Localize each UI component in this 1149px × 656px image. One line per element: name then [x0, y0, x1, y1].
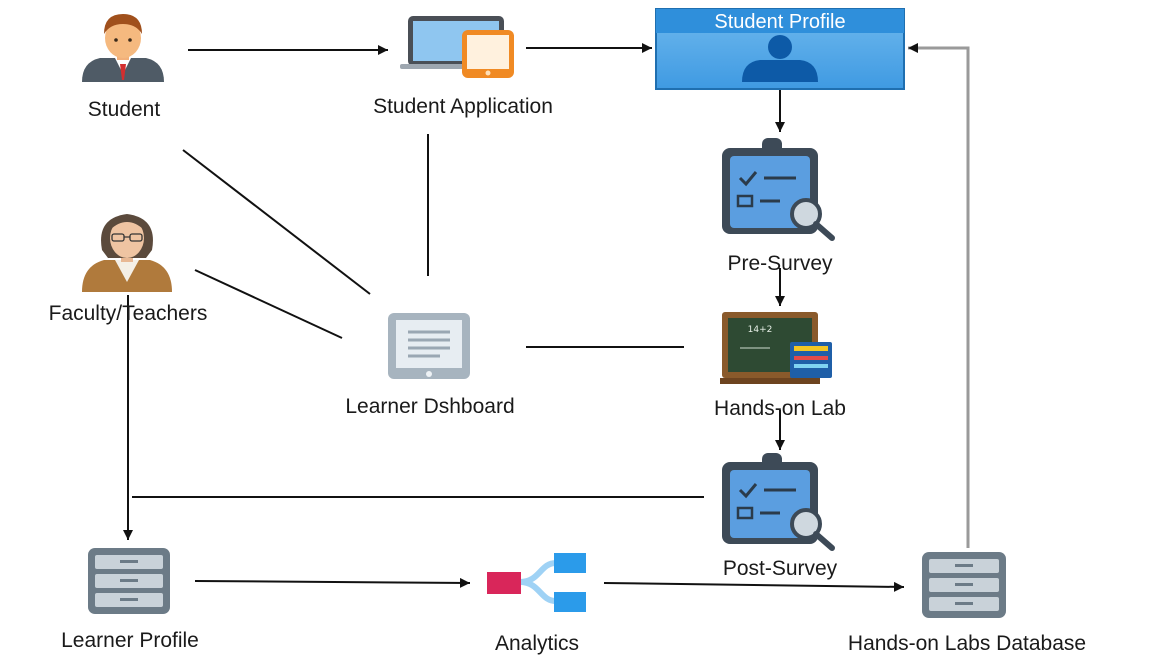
node-labs-database: Hands-on Labs Database	[848, 552, 1086, 655]
student-profile-title: Student Profile	[714, 11, 845, 33]
analytics-tree-icon	[487, 553, 586, 612]
pre-survey-label: Pre-Survey	[727, 252, 833, 275]
node-student-profile: Student Profile	[655, 8, 905, 90]
database-server-icon	[922, 552, 1006, 618]
node-learner-profile: Learner Profile	[61, 548, 199, 652]
learner-profile-label: Learner Profile	[61, 629, 199, 652]
analytics-label: Analytics	[495, 632, 579, 655]
edge-faculty-to-dashboard	[194, 269, 343, 339]
edge-learner-profile-to-analytics	[194, 577, 471, 588]
node-post-survey: Post-Survey	[722, 453, 838, 580]
teacher-person-icon	[82, 214, 172, 292]
student-application-label: Student Application	[373, 95, 553, 118]
edge-labs-db-to-profile	[908, 43, 970, 548]
student-person-icon	[82, 14, 164, 82]
user-profile-icon	[742, 35, 818, 82]
edge-student-to-dashboard	[182, 149, 371, 295]
edges	[123, 43, 970, 592]
node-analytics: Analytics	[487, 553, 586, 655]
edge-analytics-to-labs-db	[603, 581, 905, 592]
clipboard-search-icon	[722, 138, 835, 241]
student-label: Student	[88, 98, 161, 121]
node-pre-survey: Pre-Survey	[722, 138, 835, 275]
post-survey-label: Post-Survey	[723, 557, 838, 580]
learner-dashboard-label: Learner Dshboard	[345, 395, 514, 418]
node-student: Student	[82, 14, 164, 121]
database-server-icon	[88, 548, 170, 614]
faculty-label: Faculty/Teachers	[49, 302, 208, 325]
tablet-document-icon	[388, 313, 470, 379]
node-faculty: Faculty/Teachers	[49, 214, 208, 325]
node-learner-dashboard: Learner Dshboard	[345, 313, 515, 418]
chalkboard-books-icon: 14+2	[720, 312, 832, 384]
node-student-application: Student Application	[373, 16, 553, 118]
svg-text:14+2: 14+2	[748, 325, 773, 335]
tablet-phone-devices-icon	[400, 16, 514, 78]
clipboard-search-icon	[722, 453, 835, 551]
labs-database-label: Hands-on Labs Database	[848, 632, 1086, 655]
node-hands-on-lab: 14+2 Hands-on Lab	[714, 312, 846, 420]
hands-on-lab-label: Hands-on Lab	[714, 397, 846, 420]
